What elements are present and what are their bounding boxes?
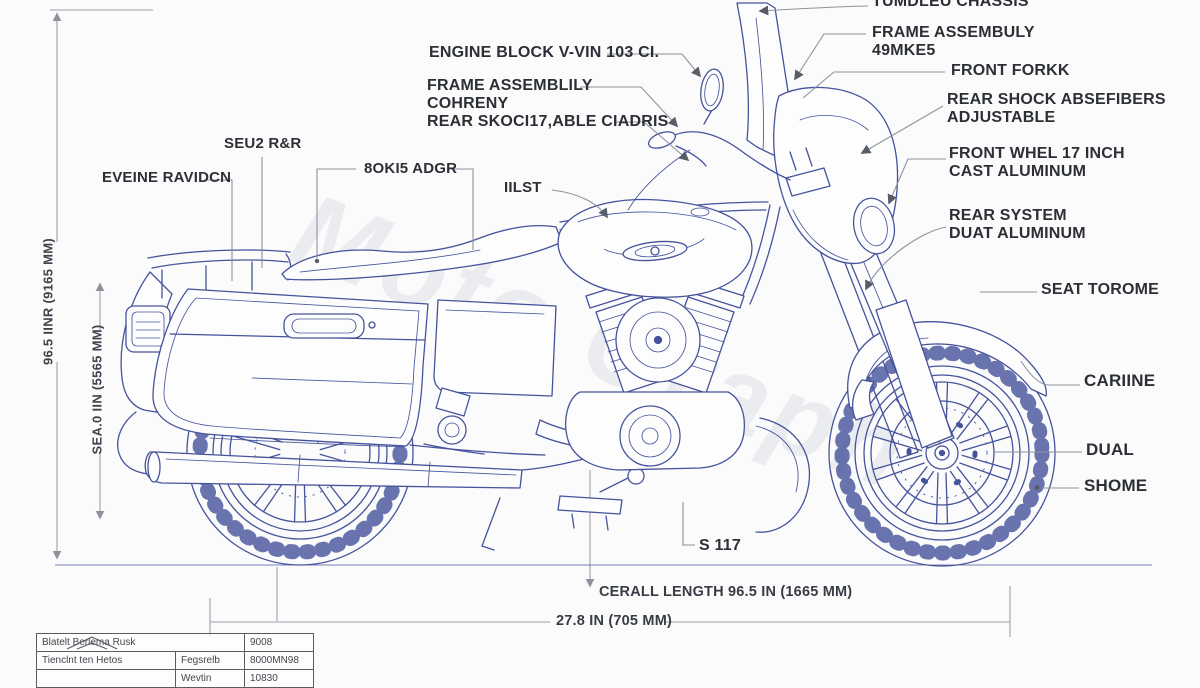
- table-logo-cell: [36, 635, 176, 688]
- callout-frame-assembly-cohreny: FRAME ASSEMBLILY COHRENY REAR SKOCI17,AB…: [427, 77, 669, 131]
- frame: [409, 201, 781, 456]
- callout-frame-assembly-49mke5: FRAME ASSEMBULY 49MKE5: [872, 24, 1035, 60]
- dim-height-inner: SEA.0 IIN (5565 MM): [89, 324, 105, 455]
- brand-logo-icon: [66, 635, 117, 650]
- callout-cariine: CARIINE: [1084, 371, 1156, 390]
- seat: [281, 224, 563, 281]
- callout-seat-torome: SEAT TOROME: [1041, 281, 1160, 298]
- dimension-lines: [50, 9, 1011, 637]
- spec-cell: Tienclnt ten Hetos: [36, 651, 176, 670]
- callout-front-wheel: FRONT WHEL 17 INCH CAST ALUMINUM: [949, 145, 1125, 181]
- callout-8oki5-adgr: 8OKI5 ADGR: [364, 160, 458, 177]
- dim-length-bottom: 27.8 IN (705 MM): [556, 613, 673, 629]
- callout-iilst: IILST: [504, 179, 542, 196]
- callout-dual: DUAL: [1086, 440, 1135, 459]
- callout-eveine-ravidcn: EVEINE RAVIDCN: [102, 169, 232, 186]
- handlebar-mirror: [627, 68, 831, 211]
- callout-seu2-rr: SEU2 R&R: [224, 135, 302, 152]
- fuel-tank: [557, 198, 753, 298]
- spec-cell: Wevtin: [175, 669, 245, 688]
- table-row: Tienclnt ten Hetos Fegsrelb 8000MN98: [36, 651, 314, 670]
- callout-engine-block: ENGINE BLOCK V-VIN 103 CI.: [429, 44, 660, 61]
- fairing: [773, 86, 899, 265]
- spec-cell: 9008: [244, 633, 314, 652]
- table-row: Wevtin 10830: [36, 635, 314, 688]
- callout-s117: S 117: [699, 537, 741, 554]
- dim-overall-length: CERALL LENGTH 96.5 IN (1665 MM): [599, 584, 853, 600]
- callout-front-forkk: FRONT FORKK: [951, 62, 1070, 79]
- spec-table: Blatelt Berlema Rusk 9008 Tienclnt ten H…: [36, 633, 314, 688]
- callout-tumdleu-chassis: TUMDLEU CHASSIS: [872, 0, 1029, 10]
- engine: [565, 278, 811, 533]
- leader-lines: [206, 5, 1082, 546]
- spec-cell: Fegsrelb: [175, 651, 245, 670]
- spec-cell: 10830: [244, 669, 314, 688]
- saddlebag: [152, 288, 485, 455]
- spec-cell: 8000MN98: [244, 651, 314, 670]
- callout-rear-system: REAR SYSTEM DUAT ALUMINUM: [949, 207, 1086, 243]
- callout-shome: SHOME: [1084, 476, 1148, 495]
- callout-rear-shock: REAR SHOCK ABSEFIBERS ADJUSTABLE: [947, 91, 1166, 127]
- dim-height-outer: 96.5 IINR (9165 MM): [40, 237, 56, 366]
